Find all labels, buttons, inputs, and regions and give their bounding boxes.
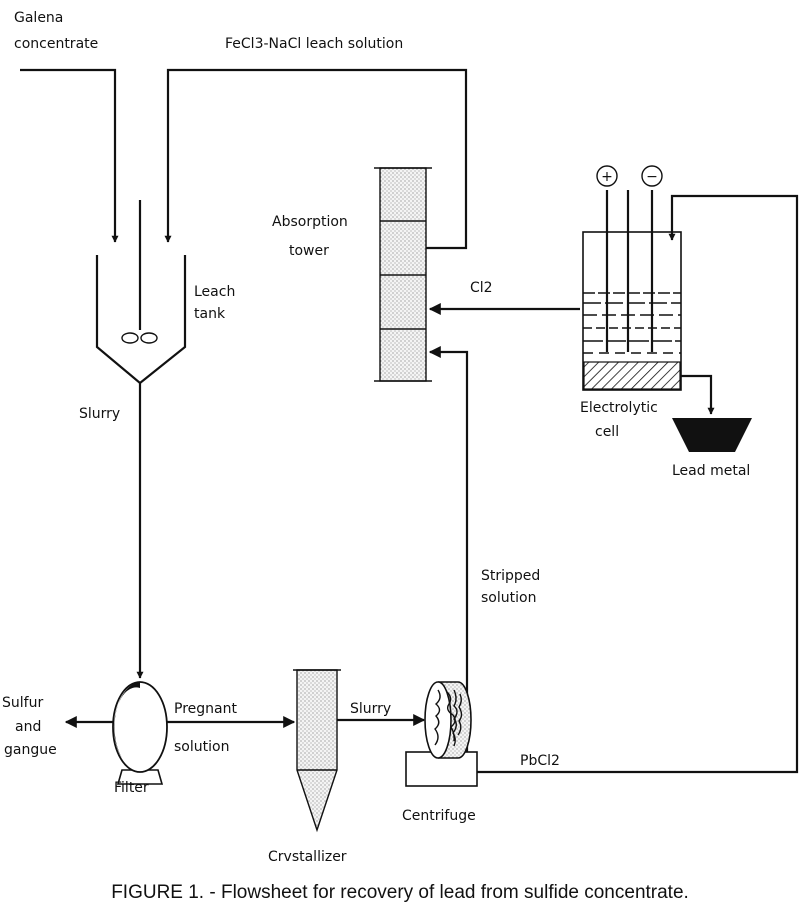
leach-tank <box>95 200 187 385</box>
absorption-tower <box>374 167 432 382</box>
galena-feed-line <box>20 68 119 243</box>
label-cell: cell <box>595 424 619 440</box>
label-solution-pregnant: solution <box>174 739 229 755</box>
label-and: and <box>15 719 41 735</box>
label-concentrate: concentrate <box>14 36 98 52</box>
label-tower: tower <box>289 243 329 259</box>
lead-metal-pile <box>672 418 752 452</box>
figure-caption: FIGURE 1. - Flowsheet for recovery of le… <box>111 882 689 903</box>
label-leach-solution: FeCl3-NaCl leach solution <box>225 36 403 52</box>
label-slurry-crystallizer: Slurry <box>350 701 391 717</box>
label-gangue: gangue <box>4 742 57 758</box>
label-electrolytic: Electrolytic <box>580 400 658 416</box>
lead-out-line <box>680 374 715 415</box>
label-filter: Filter <box>114 780 149 796</box>
label-cl2: Cl2 <box>470 280 493 296</box>
negative-terminal <box>641 165 663 187</box>
leach-solution-line <box>164 68 468 250</box>
label-solution-stripped: solution <box>481 590 536 606</box>
label-stripped: Stripped <box>481 568 540 584</box>
label-absorption: Absorption <box>272 214 348 230</box>
electrolytic-cell <box>582 165 682 391</box>
label-tank: tank <box>194 306 226 322</box>
crystallizer <box>293 669 341 833</box>
label-pbcl2: PbCl2 <box>520 753 560 769</box>
label-slurry-leach: Slurry <box>79 406 120 422</box>
label-pregnant: Pregnant <box>174 701 237 717</box>
pbcl2-line <box>477 194 799 774</box>
filter <box>112 681 168 785</box>
label-crystallizer: Crvstallizer <box>268 849 347 865</box>
stripped-solution-line <box>428 346 469 772</box>
label-galena: Galena <box>14 10 63 26</box>
label-leach: Leach <box>194 284 235 300</box>
plus-sign: + <box>601 169 613 185</box>
centrifuge <box>405 681 478 787</box>
minus-sign: − <box>646 169 658 185</box>
label-sulfur: Sulfur <box>2 695 43 711</box>
label-lead-metal: Lead metal <box>672 463 750 479</box>
positive-terminal <box>596 165 618 187</box>
label-centrifuge: Centrifuge <box>402 808 476 824</box>
